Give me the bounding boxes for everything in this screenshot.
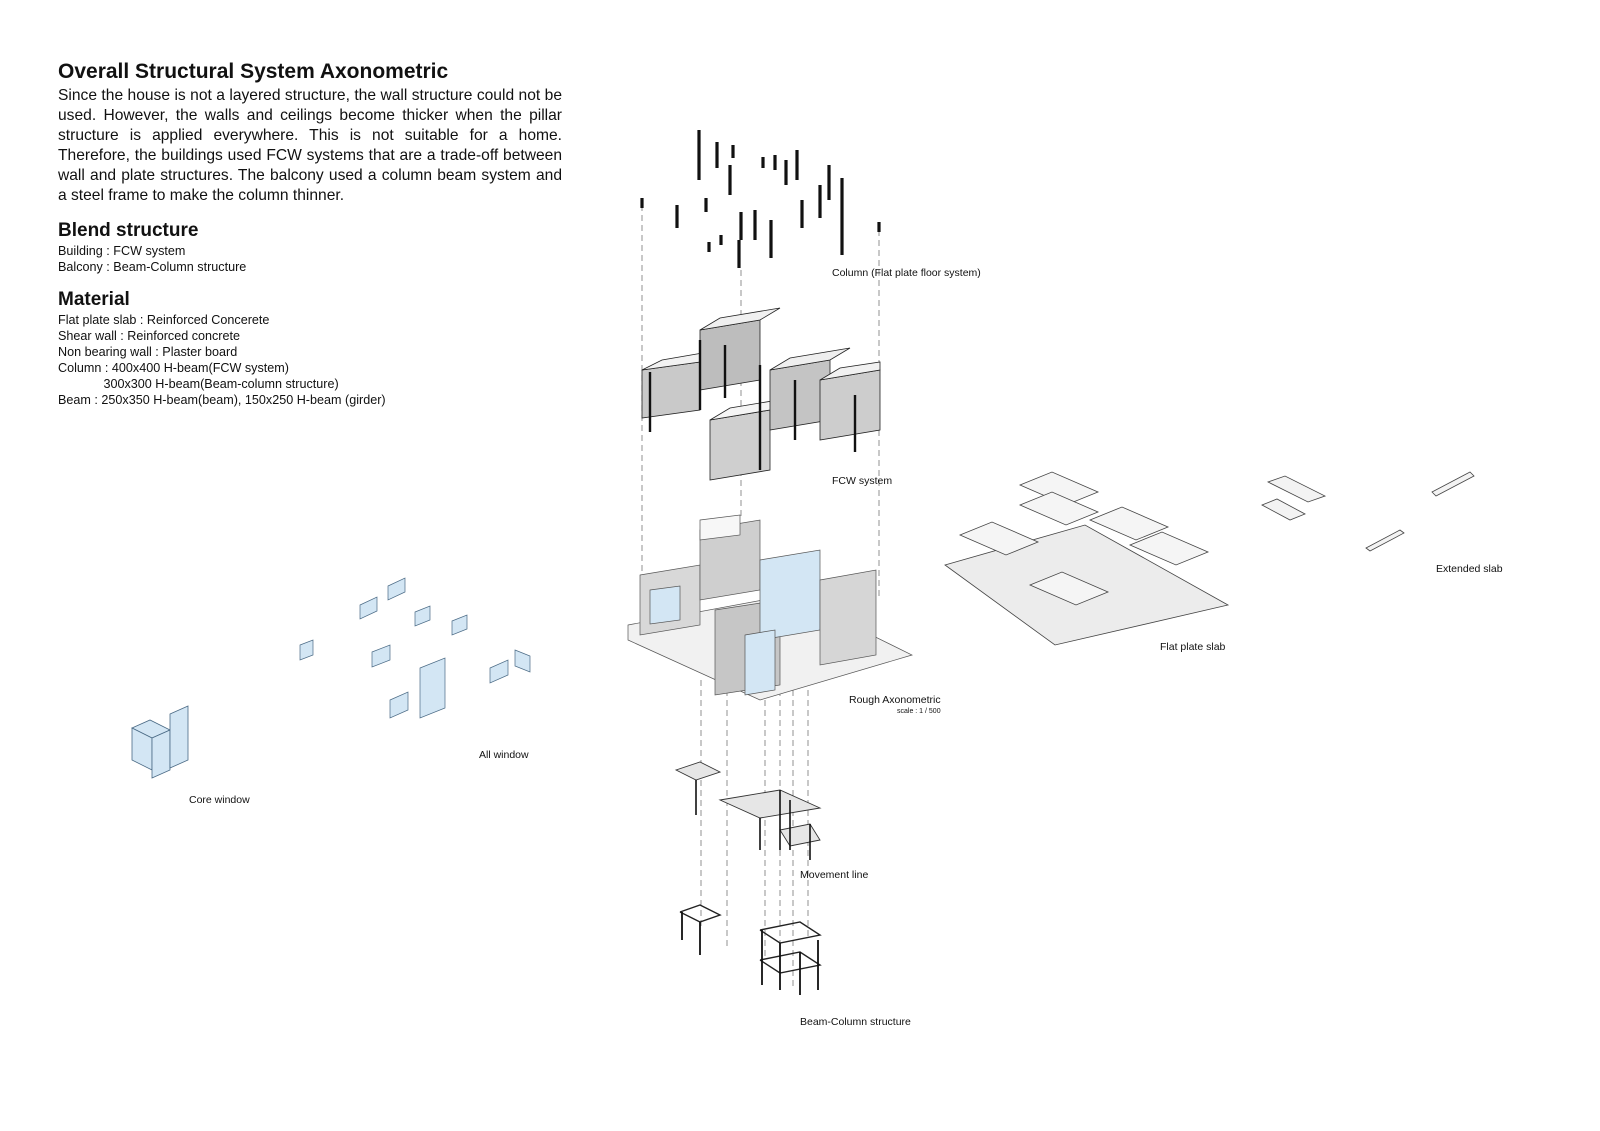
rough-axonometric: [627, 514, 913, 701]
core-window-group: [131, 705, 189, 779]
page-title: Overall Structural System Axonometric: [58, 60, 449, 83]
fcw-system-block: [641, 307, 881, 481]
rough-axonometric-label: Rough Axonometric: [849, 694, 941, 706]
column-group: [640, 130, 881, 268]
material-line: Shear wall : Reinforced concrete: [58, 329, 241, 343]
blend-heading: Blend structure: [58, 220, 199, 241]
all-window-group: [299, 577, 531, 719]
blend-line: Balcony : Beam-Column structure: [58, 260, 247, 274]
movement-line-structure: [674, 761, 822, 860]
flat-plate-slab-label: Flat plate slab: [1160, 641, 1226, 653]
extended-slab-label: Extended slab: [1436, 563, 1503, 575]
text-panel: Overall Structural System Axonometric Si…: [58, 60, 562, 408]
material-heading: Material: [58, 289, 130, 310]
material-line: Column : 400x400 H-beam(FCW system): [58, 361, 289, 375]
all-window-label: All window: [479, 749, 529, 761]
fcw-label: FCW system: [832, 475, 893, 487]
core-window-label: Core window: [189, 794, 250, 806]
flat-plate-slab: [944, 471, 1230, 646]
beam-column-label: Beam-Column structure: [800, 1016, 911, 1028]
blend-line: Building : FCW system: [58, 244, 186, 258]
material-line: 300x300 H-beam(Beam-column structure): [58, 377, 339, 391]
material-line: Beam : 250x350 H-beam(beam), 150x250 H-b…: [58, 393, 386, 407]
extended-slab: [1261, 471, 1475, 552]
column-label: Column (Flat plate floor system): [832, 267, 981, 279]
intro-paragraph: Since the house is not a layered structu…: [58, 87, 562, 204]
material-line: Non bearing wall : Plaster board: [58, 345, 238, 359]
beam-column-structure: [679, 904, 822, 995]
movement-line-label: Movement line: [800, 869, 869, 881]
scale-label: scale : 1 / 500: [897, 708, 941, 715]
material-line: Flat plate slab : Reinforced Concerete: [58, 313, 270, 327]
